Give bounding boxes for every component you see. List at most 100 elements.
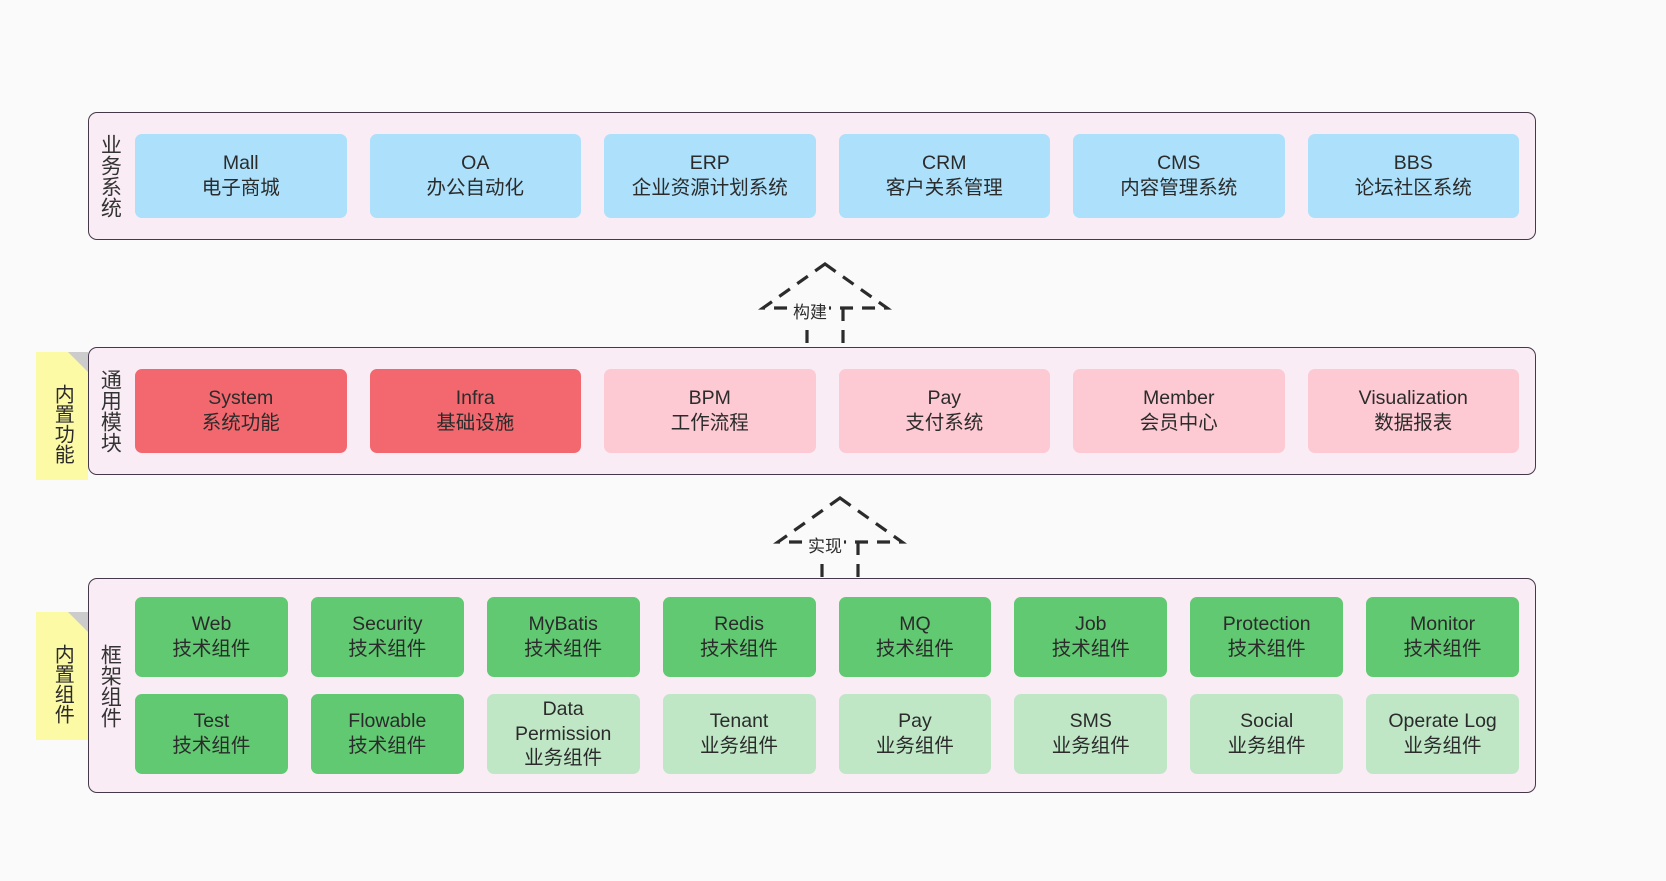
card-infra[interactable]: Infra 基础设施: [369, 369, 581, 453]
card-data-permission[interactable]: Data Permission 业务组件: [486, 694, 640, 774]
card-bpm[interactable]: BPM 工作流程: [604, 369, 816, 453]
card-mybatis[interactable]: MyBatis 技术组件: [486, 597, 640, 677]
card-flowable-subtitle: 技术组件: [348, 735, 427, 757]
card-crm[interactable]: CRM 客户关系管理: [838, 134, 1050, 218]
card-cms-subtitle: 内容管理系统: [1120, 177, 1238, 199]
note-builtin-component-label: 内置组件: [51, 644, 74, 724]
note-builtin-function-label: 内置功能: [51, 384, 74, 464]
card-operate-log-subtitle: 业务组件: [1403, 735, 1482, 757]
card-visualization-subtitle: 数据报表: [1374, 412, 1453, 434]
layer-framework-component-body: Web 技术组件 Security 技术组件 MyBatis 技术组件 Redi…: [129, 579, 1535, 792]
card-system[interactable]: System 系统功能: [135, 369, 347, 453]
card-mq-title: MQ: [899, 613, 931, 636]
card-security-title: Security: [352, 613, 423, 636]
card-sms-subtitle: 业务组件: [1051, 735, 1130, 757]
card-bbs[interactable]: BBS 论坛社区系统: [1307, 134, 1519, 218]
note-builtin-component[interactable]: 内置组件: [36, 612, 88, 740]
card-redis-subtitle: 技术组件: [700, 638, 779, 660]
card-monitor-subtitle: 技术组件: [1403, 638, 1482, 660]
card-operate-log-title: Operate Log: [1388, 710, 1497, 733]
layer-common-module-label: 通用模块: [98, 369, 122, 453]
card-mall[interactable]: Mall 电子商城: [135, 134, 347, 218]
card-infra-subtitle: 基础设施: [436, 412, 515, 434]
card-mall-title: Mall: [222, 152, 259, 175]
card-security[interactable]: Security 技术组件: [310, 597, 464, 677]
card-cms[interactable]: CMS 内容管理系统: [1073, 134, 1285, 218]
card-pay-component[interactable]: Pay 业务组件: [838, 694, 992, 774]
layer-common-module[interactable]: 通用模块 System 系统功能 Infra 基础设施 BPM 工作流程 Pay…: [88, 347, 1536, 475]
layer-business-system[interactable]: 业务系统 Mall 电子商城 OA 办公自动化 ERP 企业资源计划系统 CRM…: [88, 112, 1536, 240]
card-redis[interactable]: Redis 技术组件: [662, 597, 816, 677]
card-member-subtitle: 会员中心: [1139, 412, 1218, 434]
card-member-title: Member: [1142, 387, 1215, 410]
card-social[interactable]: Social 业务组件: [1190, 694, 1344, 774]
layer-common-module-row: System 系统功能 Infra 基础设施 BPM 工作流程 Pay 支付系统…: [135, 369, 1519, 453]
card-flowable-title: Flowable: [348, 710, 427, 733]
card-erp-subtitle: 企业资源计划系统: [631, 177, 788, 199]
card-bpm-title: BPM: [688, 387, 731, 410]
card-bbs-title: BBS: [1393, 152, 1433, 175]
card-system-subtitle: 系统功能: [201, 412, 280, 434]
card-web-subtitle: 技术组件: [172, 638, 251, 660]
card-web[interactable]: Web 技术组件: [135, 597, 288, 677]
card-infra-title: Infra: [455, 387, 495, 410]
card-mall-subtitle: 电子商城: [201, 177, 280, 199]
card-test-subtitle: 技术组件: [172, 735, 251, 757]
card-cms-title: CMS: [1157, 152, 1201, 175]
card-tenant[interactable]: Tenant 业务组件: [662, 694, 816, 774]
card-job-subtitle: 技术组件: [1051, 638, 1130, 660]
card-pay-module[interactable]: Pay 支付系统: [838, 369, 1050, 453]
card-data-permission-title: Data Permission: [514, 697, 612, 745]
card-pay-module-title: Pay: [927, 387, 962, 410]
card-system-title: System: [208, 387, 274, 410]
card-oa-title: OA: [461, 152, 490, 175]
card-redis-title: Redis: [714, 613, 764, 636]
card-flowable[interactable]: Flowable 技术组件: [310, 694, 464, 774]
card-tenant-subtitle: 业务组件: [700, 735, 779, 757]
layer-business-system-body: Mall 电子商城 OA 办公自动化 ERP 企业资源计划系统 CRM 客户关系…: [129, 113, 1535, 239]
card-pay-module-subtitle: 支付系统: [905, 412, 984, 434]
connector-implement: 实现: [750, 492, 930, 588]
card-test-title: Test: [193, 710, 230, 733]
card-crm-subtitle: 客户关系管理: [885, 177, 1003, 199]
card-pay-component-title: Pay: [898, 710, 932, 733]
note-builtin-function[interactable]: 内置功能: [36, 352, 88, 480]
card-tenant-title: Tenant: [709, 710, 769, 733]
card-social-subtitle: 业务组件: [1227, 735, 1306, 757]
layer-common-module-body: System 系统功能 Infra 基础设施 BPM 工作流程 Pay 支付系统…: [129, 348, 1535, 474]
card-crm-title: CRM: [922, 152, 967, 175]
card-job[interactable]: Job 技术组件: [1014, 597, 1168, 677]
card-mybatis-subtitle: 技术组件: [524, 638, 603, 660]
card-monitor[interactable]: Monitor 技术组件: [1366, 597, 1519, 677]
card-mybatis-title: MyBatis: [528, 613, 598, 636]
card-mq-subtitle: 技术组件: [875, 638, 954, 660]
card-visualization[interactable]: Visualization 数据报表: [1307, 369, 1519, 453]
card-sms-title: SMS: [1069, 710, 1112, 733]
card-operate-log[interactable]: Operate Log 业务组件: [1366, 694, 1519, 774]
card-protection-title: Protection: [1222, 613, 1311, 636]
connector-implement-label: 实现: [806, 532, 844, 557]
card-erp[interactable]: ERP 企业资源计划系统: [604, 134, 816, 218]
card-oa[interactable]: OA 办公自动化: [369, 134, 581, 218]
layer-framework-component[interactable]: 框架组件 Web 技术组件 Security 技术组件 MyBatis 技术组件…: [88, 578, 1536, 793]
layer-framework-component-row-biz: Test 技术组件 Flowable 技术组件 Data Permission …: [135, 694, 1519, 774]
card-test[interactable]: Test 技术组件: [135, 694, 288, 774]
card-visualization-title: Visualization: [1358, 387, 1468, 410]
connector-build: 构建: [735, 258, 915, 354]
card-bbs-subtitle: 论坛社区系统: [1354, 177, 1472, 199]
card-bpm-subtitle: 工作流程: [670, 412, 749, 434]
card-mq[interactable]: MQ 技术组件: [838, 597, 992, 677]
layer-business-system-label: 业务系统: [98, 134, 122, 218]
card-monitor-title: Monitor: [1410, 613, 1476, 636]
card-protection[interactable]: Protection 技术组件: [1190, 597, 1344, 677]
card-oa-subtitle: 办公自动化: [426, 177, 524, 199]
card-member[interactable]: Member 会员中心: [1073, 369, 1285, 453]
card-web-title: Web: [191, 613, 232, 636]
card-erp-title: ERP: [689, 152, 730, 175]
card-protection-subtitle: 技术组件: [1227, 638, 1306, 660]
card-sms[interactable]: SMS 业务组件: [1014, 694, 1168, 774]
card-data-permission-subtitle: 业务组件: [524, 747, 603, 770]
card-pay-component-subtitle: 业务组件: [875, 735, 954, 757]
layer-framework-component-row-tech: Web 技术组件 Security 技术组件 MyBatis 技术组件 Redi…: [135, 597, 1519, 677]
